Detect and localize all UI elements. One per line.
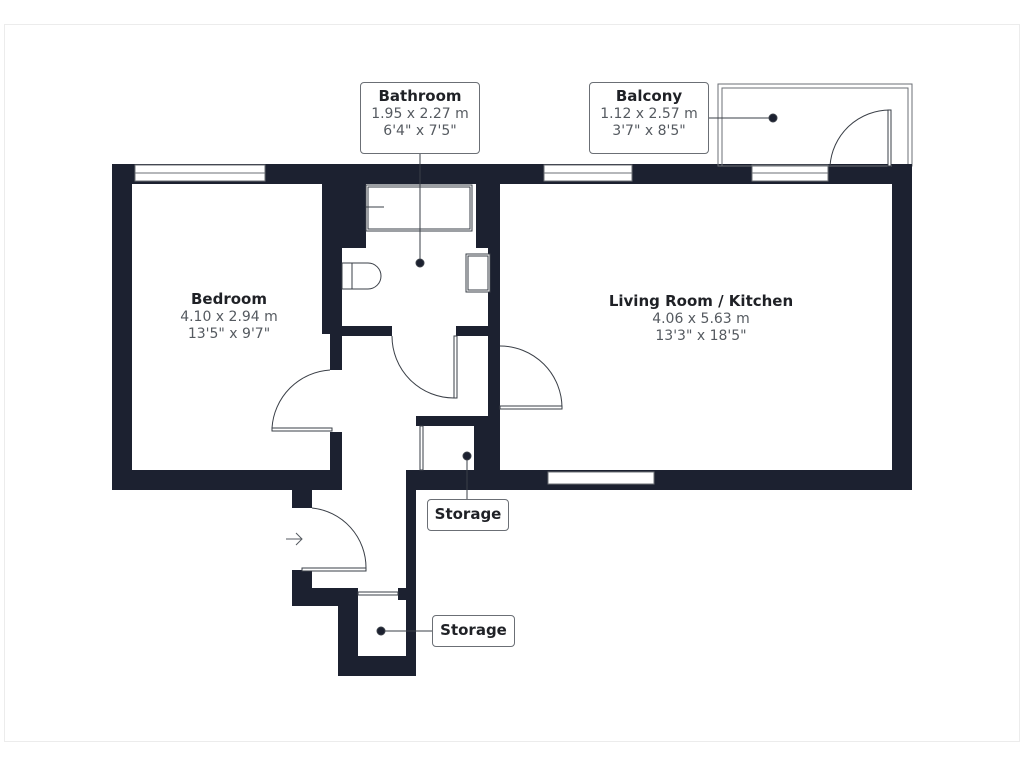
callout-storage-2: Storage bbox=[432, 615, 515, 647]
room-label-living-kitchen: Living Room / Kitchen 4.06 x 5.63 m 13'3… bbox=[609, 292, 793, 345]
windows bbox=[134, 164, 829, 485]
walls bbox=[112, 164, 912, 676]
room-metric: 4.10 x 2.94 m bbox=[180, 309, 278, 325]
room-name: Bedroom bbox=[191, 290, 267, 308]
callout-imperial: 3'7" x 8'5" bbox=[612, 123, 686, 139]
callout-metric: 1.95 x 2.27 m bbox=[371, 106, 469, 122]
leader-lines bbox=[376, 113, 778, 636]
callout-imperial: 6'4" x 7'5" bbox=[383, 123, 457, 139]
balcony-outline bbox=[717, 83, 913, 167]
room-name: Living Room / Kitchen bbox=[608, 292, 794, 310]
room-label-bedroom: Bedroom 4.10 x 2.94 m 13'5" x 9'7" bbox=[180, 290, 278, 343]
callout-metric: 1.12 x 2.57 m bbox=[600, 106, 698, 122]
callout-storage-1: Storage bbox=[427, 499, 509, 531]
callout-name: Storage bbox=[440, 621, 507, 639]
page-frame bbox=[4, 24, 1020, 742]
callout-bathroom: Bathroom 1.95 x 2.27 m 6'4" x 7'5" bbox=[360, 82, 480, 154]
room-metric: 4.06 x 5.63 m bbox=[652, 311, 750, 327]
callout-balcony: Balcony 1.12 x 2.57 m 3'7" x 8'5" bbox=[589, 82, 709, 154]
doors bbox=[271, 109, 892, 596]
bathroom-fixtures bbox=[341, 184, 491, 293]
room-imperial: 13'3" x 18'5" bbox=[655, 328, 747, 344]
callout-name: Balcony bbox=[615, 87, 683, 105]
room-imperial: 13'5" x 9'7" bbox=[187, 326, 271, 342]
arrow-right-icon bbox=[286, 532, 303, 546]
callout-name: Storage bbox=[434, 505, 502, 523]
callout-name: Bathroom bbox=[378, 87, 462, 105]
